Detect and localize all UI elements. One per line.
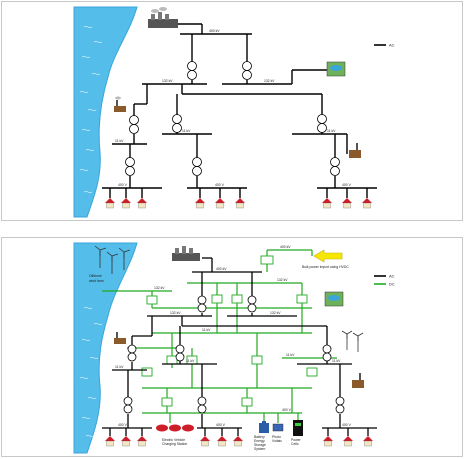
sea-area <box>73 242 138 454</box>
legend-dc-label: DC <box>389 282 395 287</box>
battery-label-line4: System <box>254 447 265 451</box>
solar-pv-icon <box>272 423 284 432</box>
hydro-plant-icon <box>324 291 344 307</box>
ac-dc-grid-diagram: Offshore wind farm Bulk power import usi… <box>1 237 463 457</box>
dc-lines <box>102 249 337 423</box>
offshore-label-line1: Offshore <box>89 274 102 278</box>
onshore-wind-turbine-icon <box>341 330 364 352</box>
sea-waves <box>79 26 103 193</box>
legend-ac-label: AC <box>389 43 395 48</box>
battery-label-line2: Energy <box>254 439 265 443</box>
bus-label-400v-left: 400 V <box>118 183 128 187</box>
transformers <box>123 295 345 414</box>
bus-label-132kv-dc-right: 132 kV <box>277 278 288 282</box>
bus-label-132kv-right: 132 kV <box>270 311 281 315</box>
bus-label-132kv-right: 132 kV <box>264 79 275 83</box>
hydro-plant-icon <box>326 61 346 77</box>
offshore-label-line2: wind farm <box>89 279 104 283</box>
bus-label-400kv: 400 kV <box>209 29 220 33</box>
industry-icon <box>352 373 364 388</box>
houses <box>105 198 372 209</box>
sea-area <box>73 6 138 218</box>
bulk-import-arrow-icon <box>313 249 343 263</box>
power-station-icon <box>172 246 200 261</box>
fuel-cell-label-line2: Cells <box>291 442 299 446</box>
battery-storage-icon <box>259 421 269 433</box>
industry-icon <box>114 332 126 344</box>
ev-label-line2: Charging Station <box>162 442 187 446</box>
fuel-cell-label-line1: Power <box>291 438 301 442</box>
transformers <box>125 61 340 176</box>
legend: AC <box>374 43 395 48</box>
bus-label-400kv: 400 kV <box>216 267 227 271</box>
bus-label-400v-dc: 400 V <box>282 408 292 412</box>
legend-ac-label: AC <box>389 274 395 279</box>
bus-label-132kv-left: 132 kV <box>162 79 173 83</box>
bus-label-11kv-right: 11 kV <box>332 359 341 363</box>
power-station-icon <box>148 7 178 28</box>
pv-label-line2: Voltaic <box>272 439 282 443</box>
bus-label-11kv-mid: 11 kV <box>186 359 195 363</box>
pv-label-line1: Photo <box>272 435 281 439</box>
bus-label-11kv-dc-right: 11 kV <box>286 353 295 357</box>
battery-label-line3: Storage <box>254 443 266 447</box>
industry-icon <box>349 143 361 158</box>
offshore-wind-farm-icon <box>94 245 131 274</box>
ac-lines <box>102 23 377 198</box>
bus-label-11kv-mid: 11 kV <box>182 129 191 133</box>
ac-grid-svg: AC 400 kV 132 kV 132 kV 11 kV 11 kV 11 k… <box>73 6 395 218</box>
bus-label-132kv-dc-left: 132 kV <box>154 286 165 290</box>
bus-label-400kv-dc: 400 kV <box>280 245 291 249</box>
bus-label-400v-mid: 400 V <box>215 183 225 187</box>
sea-waves <box>79 307 103 437</box>
fuel-cell-icon <box>293 420 303 436</box>
bus-label-132kv-left: 132 kV <box>170 311 181 315</box>
bus-label-400v-mid: 400 V <box>216 423 226 427</box>
bus-label-400v-left: 400 V <box>118 423 128 427</box>
bus-label-11kv-left: 11 kV <box>115 365 124 369</box>
bus-label-11kv-right: 11 kV <box>327 129 336 133</box>
industry-icon <box>114 96 126 112</box>
bus-label-400v-right: 400 V <box>342 183 352 187</box>
bus-label-11kv-dc-left: 11 kV <box>202 328 211 332</box>
houses <box>105 436 373 447</box>
dc-converters <box>141 255 318 407</box>
ev-charging-station-icon <box>156 424 194 432</box>
ev-label-line1: Electric Vehicle <box>162 438 185 442</box>
ac-dc-grid-svg: Offshore wind farm Bulk power import usi… <box>73 242 395 454</box>
battery-label-line1: Battery <box>254 435 265 439</box>
ac-grid-diagram: AC 400 kV 132 kV 132 kV 11 kV 11 kV 11 k… <box>1 1 463 221</box>
bus-label-11kv-left: 11 kV <box>115 139 124 143</box>
bus-label-400v-right: 400 V <box>342 423 352 427</box>
ac-lines <box>102 257 377 436</box>
bulk-import-label: Bulk power import using HVDC <box>302 265 349 269</box>
legend: AC DC <box>374 274 395 287</box>
